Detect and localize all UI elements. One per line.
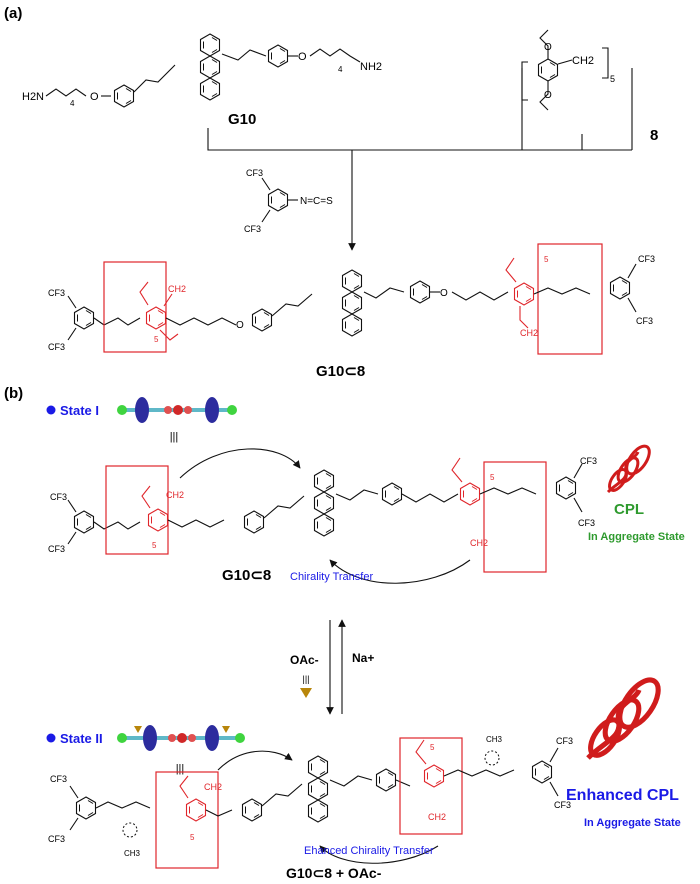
chain-index-left: 4 — [70, 99, 75, 108]
product-count-right: 5 — [544, 255, 549, 264]
enhanced-cpl-sub-label: In Aggregate State — [584, 817, 681, 829]
cpl-sub-label: In Aggregate State — [588, 531, 685, 543]
s2-cf3-left-bottom: CF3 — [48, 834, 65, 844]
product-cf3-right-bottom: CF3 — [636, 316, 653, 326]
s2-cf3-right-top: CF3 — [556, 736, 573, 746]
enhanced-transfer-label: Ehanced Chirality Transfer — [304, 845, 434, 857]
state2-equiv-mark: ||| — [176, 763, 185, 775]
cpl-helix-icon — [604, 440, 656, 495]
anion-label: OAc- — [290, 653, 319, 667]
product-g10-8-structure: CF3 CF3 CH2 5 O O CH2 5 CF3 CF3 G10 — [48, 243, 655, 380]
state2-molecule: CF3 CF3 CH3 CH2 5 CH2 5 CH3 CF3 CF3 — [48, 735, 573, 869]
s2-acetate-left: CH3 — [124, 849, 141, 858]
product-oxygen-right: O — [440, 288, 448, 299]
state1-rotaxane-model-icon — [117, 397, 237, 423]
acetate-cone-icon — [300, 688, 312, 698]
s1-count-left: 5 — [152, 541, 157, 550]
s1-cf3-left-top: CF3 — [50, 492, 67, 502]
product-ch2-left: CH2 — [168, 284, 186, 294]
state1-product-name: G10⊂8 — [222, 567, 271, 584]
enhanced-cpl-helix-icon — [585, 674, 666, 761]
s2-cf3-right-bottom: CF3 — [554, 800, 571, 810]
host-ch2-label: CH2 — [572, 55, 594, 67]
guest-name-label: G10 — [228, 111, 256, 128]
reagent-ncs-label: N=C=S — [300, 196, 333, 207]
chirality-transfer-label: Chirality Transfer — [290, 571, 373, 583]
cpl-label: CPL — [614, 501, 644, 518]
s2-ch2-right: CH2 — [428, 812, 446, 822]
panel-a-label: (a) — [4, 5, 22, 22]
host-oxygen-top: O — [544, 42, 552, 53]
s2-ch2-left: CH2 — [204, 782, 222, 792]
amine-left-label: H2N — [22, 91, 44, 103]
reagent-cf3-bottom: CF3 — [244, 224, 261, 234]
reactant-bracket — [207, 128, 583, 151]
panel-b-label: (b) — [4, 385, 23, 402]
product-cf3-left-bottom: CF3 — [48, 342, 65, 352]
state2-label: State II — [60, 731, 103, 746]
state1-bullet-icon — [46, 405, 56, 415]
oxygen-right: O — [298, 51, 307, 63]
s2-count-left: 5 — [190, 833, 195, 842]
state2-product-name: G10⊂8 + OAc- — [286, 865, 382, 881]
product-count-left: 5 — [154, 335, 159, 344]
chain-index-right: 4 — [338, 65, 343, 74]
s2-cf3-left-top: CF3 — [50, 774, 67, 784]
enhanced-cpl-label: Enhanced CPL — [566, 787, 679, 804]
product-cf3-left-top: CF3 — [48, 288, 65, 298]
state2-rotaxane-model-icon — [117, 725, 245, 751]
product-oxygen-left: O — [236, 320, 244, 331]
reagent-cf3-top: CF3 — [246, 168, 263, 178]
s1-cf3-right-top: CF3 — [580, 456, 597, 466]
cation-label: Na+ — [352, 651, 374, 665]
s1-count-right: 5 — [490, 473, 495, 482]
s2-count-right: 5 — [430, 743, 435, 752]
s2-acetate-right: CH3 — [486, 735, 503, 744]
amine-right-label: NH2 — [360, 61, 382, 73]
product-cf3-right-top: CF3 — [638, 254, 655, 264]
state2-bullet-icon — [46, 733, 56, 743]
state1-equiv-mark: ||| — [170, 431, 179, 443]
g10-guest-structure: H2N 4 O O 4 NH2 G10 — [22, 34, 382, 128]
oxygen-left: O — [90, 91, 99, 103]
product-name-label: G10⊂8 — [316, 363, 365, 380]
s1-cf3-left-bottom: CF3 — [48, 544, 65, 554]
product-ch2-right: CH2 — [520, 328, 538, 338]
s1-cf3-right-bottom: CF3 — [578, 518, 595, 528]
host-count-label: 5 — [610, 74, 615, 84]
s1-ch2-left: CH2 — [166, 490, 184, 500]
host-oxygen-bottom: O — [544, 90, 552, 101]
state1-label: State I — [60, 403, 99, 418]
anion-equiv-mark: ||| — [302, 674, 309, 684]
host-name-label: 8 — [650, 127, 658, 144]
isothiocyanate-reagent: CF3 CF3 N=C=S — [244, 168, 333, 234]
state1-molecule: CF3 CF3 CH2 5 CH2 5 CF3 CF3 — [48, 448, 597, 584]
host-8-structure: O O CH2 5 8 — [521, 29, 658, 151]
s1-ch2-right: CH2 — [470, 538, 488, 548]
